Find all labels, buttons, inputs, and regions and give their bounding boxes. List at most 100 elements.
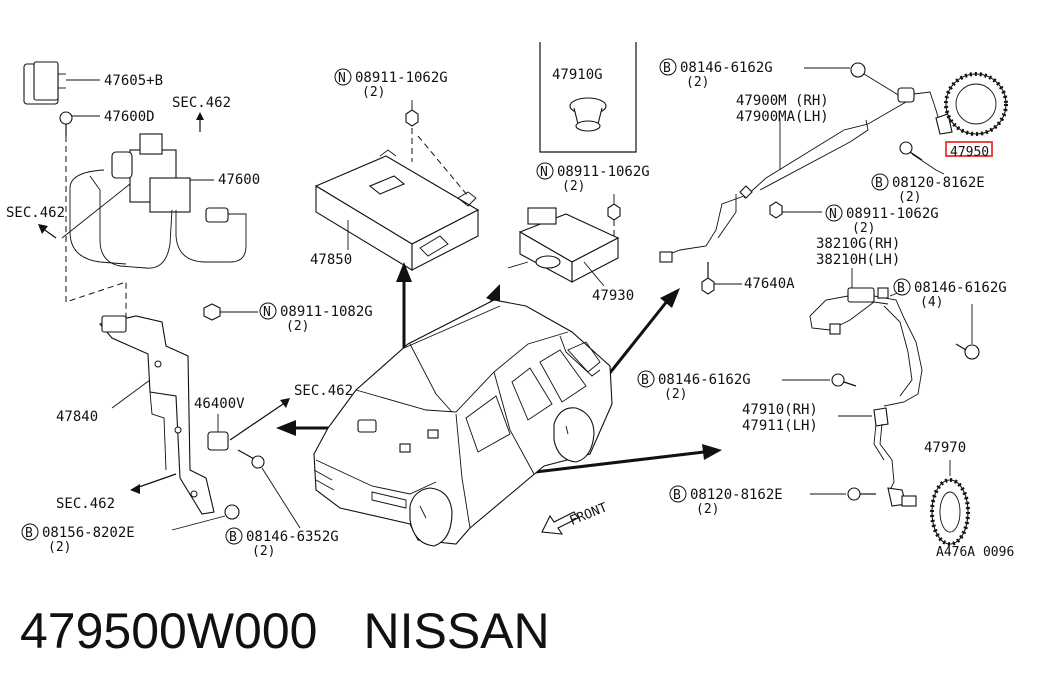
qty-08156-8202e: (2)	[48, 540, 71, 555]
badge-b-6162g-mid: B	[637, 370, 655, 388]
label-47910g: 47910G	[552, 67, 603, 83]
bolt-08146-6352g	[237, 449, 301, 529]
sec462-mid: SEC.462	[294, 383, 353, 399]
label-08911-1082g: 08911-1082G	[280, 304, 373, 320]
label-47911: 47911(LH)	[742, 418, 818, 434]
bolt-6162g-right	[955, 304, 980, 360]
label-08146-6162g-right: 08146-6162G	[914, 280, 1007, 296]
qty-08120-8162e-bottom: (2)	[696, 502, 719, 517]
qty-08146-6162g-top: (2)	[686, 75, 709, 90]
leader-dashed-ecu	[411, 128, 469, 197]
parts-diagram: 47605+B 47600D SEC.462 47600 SEC.462	[6, 42, 1014, 560]
sec-arrow-mid	[229, 398, 290, 441]
bolt-47640a	[701, 262, 742, 295]
label-47600: 47600	[218, 172, 260, 188]
qty-08146-6162g-right: (4)	[920, 295, 943, 310]
sec462-top: SEC.462	[172, 95, 231, 111]
sec-arrow-left	[38, 224, 57, 239]
label-47840: 47840	[56, 409, 98, 425]
qty-08146-6352g: (2)	[252, 544, 275, 559]
svg-text:B: B	[25, 526, 33, 541]
nut-top	[405, 100, 419, 127]
label-08120-8162e-top: 08120-8162E	[892, 175, 985, 191]
label-08911-1062g-mid: 08911-1062G	[557, 164, 650, 180]
svg-text:B: B	[641, 373, 649, 388]
leader-dashed-left	[65, 136, 127, 318]
label-38210g: 38210G(RH)	[816, 236, 900, 252]
label-47850: 47850	[310, 252, 352, 268]
badge-b-6352g: B	[225, 527, 243, 545]
svg-text:N: N	[540, 165, 548, 180]
part-number: 479500W000	[20, 603, 318, 659]
svg-text:B: B	[897, 281, 905, 296]
qty-08911-1062g-right: (2)	[852, 221, 875, 236]
label-47950: 47950	[950, 145, 989, 160]
label-47900ma: 47900MA(LH)	[736, 109, 829, 125]
sec462-bottom: SEC.462	[56, 496, 115, 512]
label-47900m: 47900M (RH)	[736, 93, 829, 109]
abs-control-unit-47850	[314, 149, 480, 271]
relay-block-47605b	[23, 61, 100, 105]
svg-text:B: B	[663, 61, 671, 76]
vehicle-suv	[313, 299, 613, 547]
svg-text:B: B	[875, 176, 883, 191]
label-08146-6162g-top: 08146-6162G	[680, 60, 773, 76]
box-47910g	[539, 42, 637, 153]
sensor-rotor-47970	[930, 460, 970, 546]
diagram-code: A476A 0096	[936, 545, 1014, 560]
label-08911-1062g-right: 08911-1062G	[846, 206, 939, 222]
label-47930: 47930	[592, 288, 634, 304]
label-47640a: 47640A	[744, 276, 795, 292]
label-08146-6162g-mid: 08146-6162G	[658, 372, 751, 388]
front-label: FRONT	[568, 500, 610, 529]
badge-n-1082g: N	[259, 302, 277, 320]
sensor-rotor-47950	[944, 72, 1008, 136]
clip-46400v	[207, 414, 229, 451]
qty-08911-1062g-mid: (2)	[562, 179, 585, 194]
qty-08911-1062g-top: (2)	[362, 85, 385, 100]
badge-n-mid: N	[536, 162, 554, 180]
nut-08911-1082g	[203, 303, 258, 321]
label-38210h: 38210H(LH)	[816, 252, 900, 268]
g-sensor-47930	[507, 207, 620, 287]
svg-text:N: N	[338, 71, 346, 86]
sec-arrow-top	[196, 112, 204, 132]
bolt-6162g-mid	[782, 373, 857, 387]
label-47910: 47910(RH)	[742, 402, 818, 418]
bolt-8162e-bottom	[810, 487, 876, 501]
qty-08911-1082g: (2)	[286, 319, 309, 334]
badge-n-top: N	[334, 68, 352, 86]
label-08911-1062g-top: 08911-1062G	[355, 70, 448, 86]
label-08120-8162e-bottom: 08120-8162E	[690, 487, 783, 503]
bolt-47600d	[59, 111, 100, 136]
badge-b-8202e: B	[21, 523, 39, 541]
part-caption: 479500W000 NISSAN	[20, 596, 550, 666]
svg-text:B: B	[229, 530, 237, 545]
qty-08120-8162e-top: (2)	[898, 190, 921, 205]
label-47970: 47970	[924, 440, 966, 456]
brand-name: NISSAN	[363, 603, 550, 659]
label-47600d: 47600D	[104, 109, 155, 125]
sec462-left: SEC.462	[6, 205, 65, 221]
svg-text:B: B	[673, 488, 681, 503]
svg-text:N: N	[263, 305, 271, 320]
front-arrow-icon	[541, 511, 579, 535]
badge-b-6162g-top: B	[659, 58, 677, 76]
front-sensor-harness-47900m	[659, 62, 953, 263]
highlight-47950	[945, 141, 993, 157]
svg-text:N: N	[829, 207, 837, 222]
sec-arrow-bottom	[130, 473, 177, 494]
bolt-08156-8202e	[171, 504, 240, 531]
label-46400v: 46400V	[194, 396, 245, 412]
bolt-08120-8162e-top	[899, 141, 945, 175]
bracket-47840	[98, 315, 215, 515]
abs-actuator-47600	[61, 133, 247, 269]
label-08146-6352g: 08146-6352G	[246, 529, 339, 545]
nut-mid	[607, 194, 621, 236]
label-08156-8202e: 08156-8202E	[42, 525, 135, 541]
badge-b-8162e-top: B	[871, 173, 889, 191]
badge-n-right: N	[825, 204, 843, 222]
badge-b-8162e-bottom: B	[669, 485, 687, 503]
label-47605b: 47605+B	[104, 73, 163, 89]
badge-b-6162g-right: B	[893, 278, 911, 296]
